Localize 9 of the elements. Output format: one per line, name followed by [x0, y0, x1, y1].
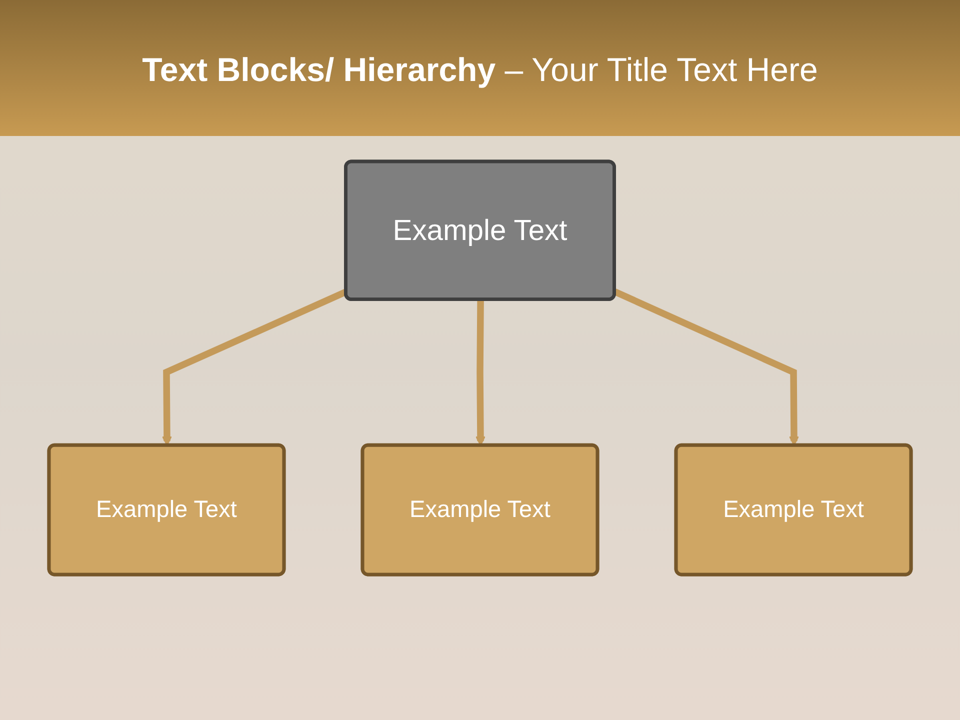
box-label: Example Text: [392, 212, 568, 249]
top-level-box: [344, 160, 616, 302]
sub-level-box: [674, 443, 913, 576]
sub-level-box: [360, 443, 600, 576]
slide-title: Text Blocks/ Hierarchy – Your Title Text Here: [141, 50, 819, 90]
box-label: Example Text: [96, 496, 237, 524]
box-label: Example Text: [410, 496, 550, 524]
sub-level-box: [47, 443, 286, 576]
box-label: Example Text: [723, 496, 864, 524]
